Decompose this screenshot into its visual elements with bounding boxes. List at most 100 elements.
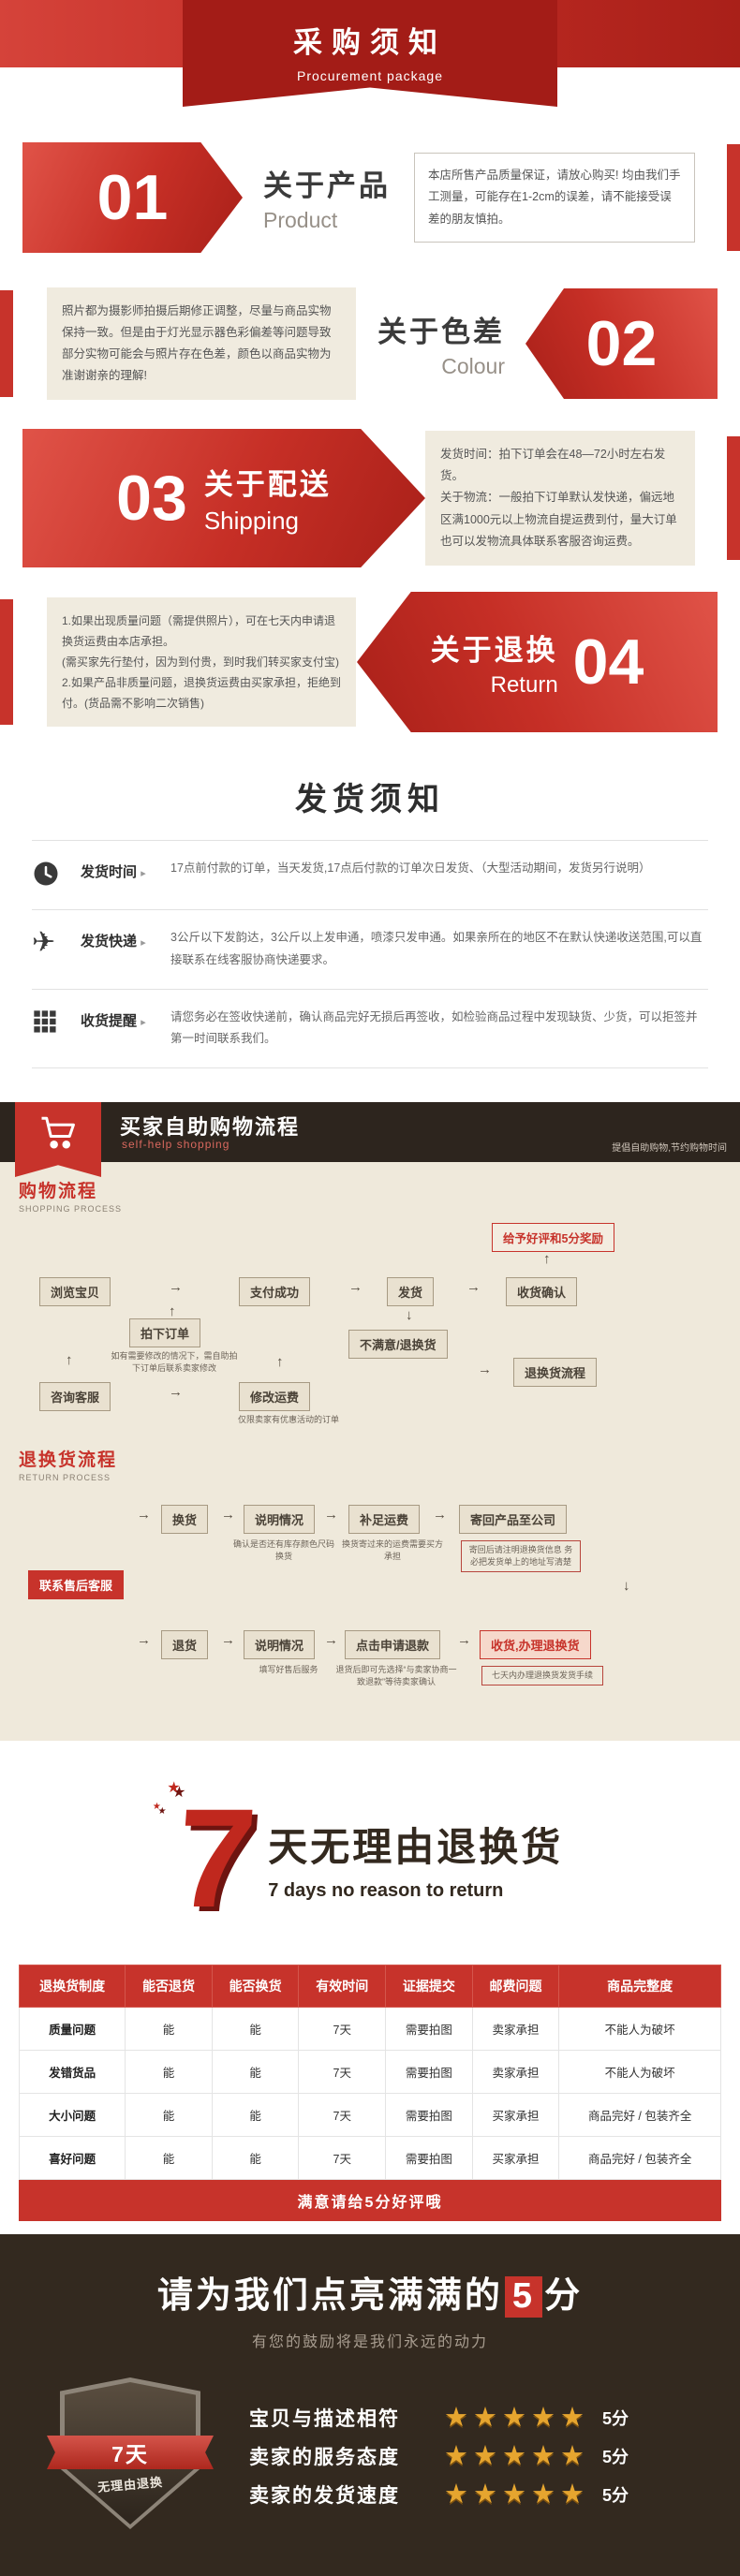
- section-04-text: 1.如果出现质量问题（需提供照片），可在七天内申请退换货运费由本店承担。 (需买…: [47, 596, 356, 728]
- shopping-process-label: 购物流程: [19, 1182, 98, 1201]
- page-subtitle: Procurement package: [297, 68, 443, 83]
- flow-box-modify: 修改运费: [239, 1382, 311, 1411]
- section-04-number: 04: [572, 626, 644, 698]
- section-03-line-2: 关于物流：一般拍下订单默认发快递，偏远地区满1000元以上物流自提运费到付，量大…: [440, 491, 677, 548]
- cell: 买家承担: [471, 2093, 560, 2137]
- rating-label: 卖家的发货速度: [249, 2485, 400, 2507]
- five-star-request-bar: 满意请给5分好评哦: [19, 2180, 721, 2221]
- notice-label: 收货提醒 ▸: [81, 1012, 146, 1029]
- clock-icon: [32, 858, 81, 892]
- arrow-down: ↓: [406, 1307, 413, 1323]
- section-02-arrow: 02: [525, 288, 718, 399]
- cell: 不能人为破坏: [558, 2050, 721, 2094]
- rating-label: 宝贝与描述相符: [249, 2408, 400, 2430]
- rating-score: 5分: [602, 2448, 629, 2466]
- cell: 7天: [298, 2136, 387, 2180]
- rating-row: 卖家的发货速度 ★★★★★ 5分: [249, 2480, 699, 2509]
- flow-note-order: 如有需要修改的情况下，需自助拍下订单后联系卖家修改: [111, 1351, 238, 1374]
- shopping-flowchart: 给予好评和5分奖励 ↑ 浏览宝贝 → 支付成功 → 发货 → 收货确认 ↑ 拍下…: [19, 1223, 721, 1446]
- notice-label: 发货时间 ▸: [81, 864, 146, 880]
- cell: 卖家承担: [471, 2007, 560, 2051]
- col-header: 商品完整度: [558, 1965, 721, 2008]
- table-row: 喜好问题 能 能 7天 需要拍图 买家承担 商品完好 / 包装齐全: [18, 2136, 721, 2180]
- flow-box-fee: 补足运费: [348, 1505, 421, 1534]
- arrow-right: →: [169, 1279, 183, 1295]
- arrow-right: →: [137, 1632, 151, 1648]
- flow-box-consult: 咨询客服: [39, 1382, 111, 1411]
- cell: 卖家承担: [471, 2050, 560, 2094]
- caret-icon: ▸: [141, 937, 146, 949]
- arrow-right: →: [324, 1632, 338, 1648]
- cell: 能: [125, 2050, 213, 2094]
- section-02-number: 02: [585, 308, 658, 379]
- table-row: 大小问题 能 能 7天 需要拍图 买家承担 商品完好 / 包装齐全: [18, 2093, 721, 2137]
- return-process-label: 退换货流程: [19, 1450, 118, 1470]
- flow-box-unsat: 不满意/退换货: [348, 1330, 448, 1359]
- flow-box-confirm: 收货确认: [506, 1277, 578, 1306]
- footer-ratings: 宝贝与描述相符 ★★★★★ 5分 卖家的服务态度 ★★★★★ 5分 卖家的发货速…: [225, 2393, 699, 2519]
- section-colour: 照片都为摄影师拍摄后期修正调整，尽量与商品实物保持一致。但是由于灯光显示器色彩偏…: [0, 283, 740, 405]
- cell: 需要拍图: [385, 2136, 473, 2180]
- flow-box-return-flow: 退换货流程: [513, 1358, 598, 1387]
- procurement-banner: 采购须知 Procurement package: [0, 0, 740, 112]
- section-04-title: 关于退换: [430, 633, 558, 667]
- cart-icon: [38, 1113, 78, 1157]
- cell: 能: [125, 2093, 213, 2137]
- footer-subtitle: 有您的鼓励将是我们永远的动力: [251, 2334, 488, 2350]
- cell: 能: [125, 2136, 213, 2180]
- flow-box-praise: 给予好评和5分奖励: [492, 1223, 614, 1252]
- arrow-up: ↑: [169, 1303, 176, 1319]
- cell: 7天: [298, 2093, 387, 2137]
- seven-day-shield-badge: 7天 无理由退换: [41, 2377, 225, 2535]
- section-01-text: 本店所售产品质量保证，请放心购买! 均由我们手工测量，可能存在1-2cm的误差，…: [414, 153, 695, 243]
- notice-label: 发货快递 ▸: [81, 934, 146, 949]
- arrow-right: →: [478, 1362, 492, 1377]
- arrow-right: →: [433, 1507, 447, 1523]
- arrow-up: ↑: [543, 1251, 551, 1267]
- arrow-right: →: [457, 1632, 471, 1648]
- section-02-text: 照片都为摄影师拍摄后期修正调整，尽量与商品实物保持一致。但是由于灯光显示器色彩偏…: [47, 287, 356, 401]
- sparkle-icon: ★: [152, 1802, 161, 1812]
- red-strip: [727, 144, 740, 251]
- flow-box-explain-2: 说明情况: [244, 1630, 316, 1659]
- plane-icon: ✈: [32, 927, 56, 958]
- rating-row: 宝贝与描述相符 ★★★★★ 5分: [249, 2404, 699, 2432]
- cell: 7天: [298, 2050, 387, 2094]
- section-03-line-1: 发货时间：拍下订单会在48—72小时左右发货。: [440, 448, 666, 483]
- flow-body: 购物流程 SHOPPING PROCESS 给予好评和5分奖励 ↑ 浏览宝贝 →…: [0, 1162, 740, 1741]
- section-04-line-3: 2.如果产品非质量问题，退换货运费由买家承担，拒绝到付。(货品需不影响二次销售): [62, 676, 342, 711]
- flow-box-explain-1: 说明情况: [244, 1505, 316, 1534]
- seven-titleblock: 天无理由退换货 7 days no reason to return: [268, 1816, 563, 1902]
- seven-subtitle: 7 days no reason to return: [268, 1879, 504, 1901]
- arrow-right: →: [348, 1279, 363, 1295]
- cell: 大小问题: [18, 2093, 126, 2137]
- section-product: 01 关于产品 Product 本店所售产品质量保证，请放心购买! 均由我们手工…: [0, 137, 740, 258]
- seven-title: 天无理由退换货: [268, 1824, 564, 1869]
- flow-box-sendback: 寄回产品至公司: [459, 1505, 568, 1534]
- col-header: 邮费问题: [471, 1965, 560, 2008]
- col-header: 能否退货: [125, 1965, 213, 2008]
- cell: 能: [211, 2093, 300, 2137]
- shield-band: 7天: [47, 2436, 214, 2469]
- section-02-titleblock: 关于色差 Colour: [377, 308, 505, 379]
- section-return: 1.如果出现质量问题（需提供照片），可在七天内申请退换货运费由本店承担。 (需买…: [0, 592, 740, 732]
- cell: 买家承担: [471, 2136, 560, 2180]
- return-process-label-en: RETURN PROCESS: [19, 1473, 111, 1482]
- section-03-titleblock: 关于配送 Shipping: [204, 461, 332, 536]
- arrow-right: →: [324, 1507, 338, 1523]
- red-strip: [0, 290, 13, 397]
- rating-score: 5分: [602, 2486, 629, 2505]
- section-04-arrow: 关于退换 Return 04: [357, 592, 718, 732]
- col-header: 退换货制度: [18, 1965, 126, 2008]
- rating-score: 5分: [602, 2409, 629, 2428]
- notice-text: 3公斤以下发韵达，3公斤以上发申通，喷漆只发申通。如果亲所在的地区不在默认快递收…: [170, 931, 703, 966]
- footer-title-number: 5: [504, 2276, 543, 2318]
- table-row: 质量问题 能 能 7天 需要拍图 卖家承担 不能人为破坏: [18, 2007, 721, 2051]
- cell: 需要拍图: [385, 2007, 473, 2051]
- section-03-text: 发货时间：拍下订单会在48—72小时左右发货。 关于物流：一般拍下订单默认发快递…: [425, 431, 695, 566]
- cell: 7天: [298, 2007, 387, 2051]
- page-title: 采购须知: [293, 26, 447, 59]
- red-strip: [0, 599, 13, 725]
- flow-box-contact-service: 联系售后客服: [28, 1570, 125, 1599]
